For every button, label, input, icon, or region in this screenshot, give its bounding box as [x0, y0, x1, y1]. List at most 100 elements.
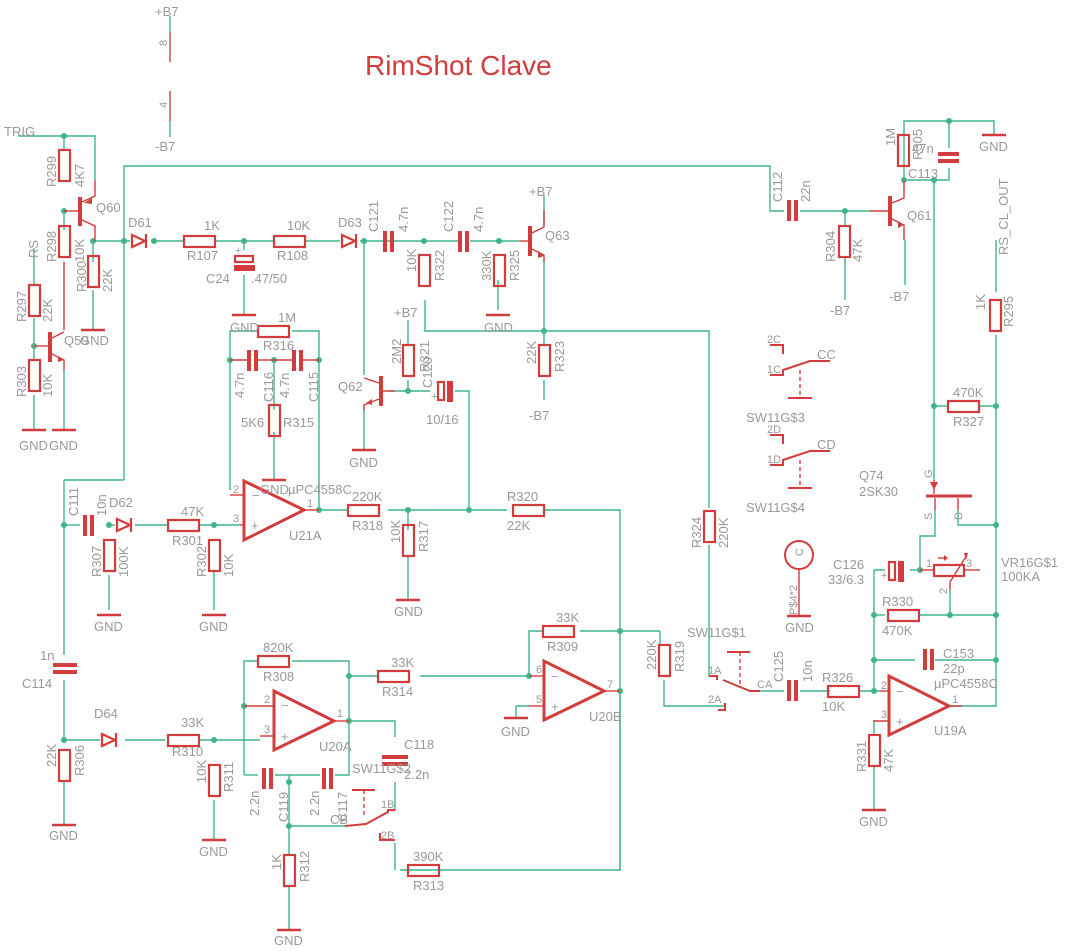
svg-text:GND: GND: [19, 438, 48, 453]
svg-text:1K: 1K: [269, 854, 284, 870]
svg-text:D63: D63: [338, 215, 362, 230]
svg-text:C114: C114: [22, 676, 52, 691]
svg-text:C111: C111: [66, 487, 81, 516]
resistor-r311: 10K R311: [194, 760, 236, 798]
svg-text:390K: 390K: [413, 849, 444, 864]
ground-symbols: GND GND GND GND GND GND GND GND GND GND …: [19, 133, 1008, 948]
resistor-r306: 22K R306: [44, 744, 87, 783]
connector-p4[interactable]: C P$4*2: [784, 540, 814, 616]
resistor-r313: 390K R313: [406, 849, 444, 893]
diode-d64: D64: [94, 706, 118, 748]
svg-text:2.2n: 2.2n: [247, 791, 262, 816]
svg-text:2B: 2B: [381, 830, 394, 842]
svg-text:D62: D62: [109, 495, 133, 510]
svg-text:GND: GND: [80, 333, 109, 348]
rs-net-label: RS: [26, 240, 41, 258]
svg-text:R320: R320: [507, 489, 538, 504]
svg-text:10n: 10n: [800, 660, 815, 682]
resistor-r330: R330 470K: [882, 594, 921, 638]
svg-text:820K: 820K: [263, 640, 294, 655]
switch-sw11g2[interactable]: SW11G$2 1B 2B CB: [330, 761, 411, 842]
svg-text:µPC4558C: µPC4558C: [288, 482, 352, 497]
svg-text:4K7: 4K7: [72, 164, 87, 187]
schematic-title: RimShot Clave: [365, 50, 552, 81]
svg-text:22n: 22n: [798, 180, 813, 202]
svg-text:GND: GND: [394, 604, 423, 619]
svg-text:Q59: Q59: [64, 333, 89, 348]
capacitor-c121: C121 4.7n: [366, 201, 411, 252]
svg-text:R330: R330: [882, 594, 913, 609]
resistor-r325: 330K R325: [479, 250, 522, 288]
diode-d62: D62: [109, 495, 133, 533]
svg-text:P$4*2: P$4*2: [788, 585, 800, 615]
svg-text:U20A: U20A: [319, 739, 352, 754]
svg-text:Q60: Q60: [96, 200, 121, 215]
resistor-r312: 1K R312: [269, 851, 312, 888]
resistor-r322: 10K R322: [404, 249, 447, 288]
transistor-q63: Q63: [520, 210, 570, 262]
svg-text:3: 3: [966, 558, 972, 570]
resistor-r317: 10K R317: [388, 520, 431, 558]
svg-text:R325: R325: [507, 250, 522, 281]
svg-text:R315: R315: [283, 415, 314, 430]
switch-sw11g4[interactable]: 2D 1D CD SW11G$4: [746, 424, 836, 515]
svg-text:+B7: +B7: [529, 184, 553, 199]
svg-text:+: +: [881, 570, 887, 582]
svg-text:R311: R311: [221, 762, 236, 792]
wires: [18, 120, 997, 930]
svg-text:4.7n: 4.7n: [232, 373, 247, 398]
svg-text:R327: R327: [953, 414, 984, 429]
potentiometer-vr16g1[interactable]: 1 3 2 VR16G$1 100KA: [920, 553, 1058, 594]
capacitor-c115: 4.7n C115: [274, 350, 321, 402]
svg-text:−: −: [252, 488, 260, 503]
svg-text:33K: 33K: [556, 610, 579, 625]
svg-text:3: 3: [264, 724, 270, 736]
svg-text:S: S: [923, 513, 935, 520]
svg-text:C112: C112: [770, 172, 785, 202]
trig-net-label: TRIG: [4, 124, 35, 139]
svg-text:D61: D61: [128, 215, 152, 230]
svg-text:CB: CB: [330, 812, 348, 827]
switch-sw11g3[interactable]: 2C 1C CC SW11G$3: [746, 334, 836, 425]
svg-text:GND: GND: [49, 438, 78, 453]
svg-text:R295: R295: [1001, 296, 1016, 327]
svg-text:1K: 1K: [204, 218, 220, 233]
svg-text:GND: GND: [49, 828, 78, 843]
resistor-r107: 1K R107: [182, 218, 220, 263]
resistor-r300: R300 22K: [74, 254, 115, 292]
svg-text:47K: 47K: [850, 239, 865, 262]
resistor-r305: 1M R305: [883, 128, 925, 168]
svg-text:R317: R317: [416, 521, 431, 552]
resistor-r307: R307 100K: [89, 538, 131, 577]
svg-text:R322: R322: [432, 250, 447, 281]
svg-text:2SK30: 2SK30: [859, 484, 898, 499]
svg-text:R319: R319: [672, 641, 687, 672]
svg-text:−: −: [281, 698, 289, 713]
svg-text:10K: 10K: [40, 374, 55, 397]
svg-text:4.7n: 4.7n: [277, 373, 292, 398]
transistor-q61: Q61: [870, 180, 932, 240]
resistor-r331: R331 47K: [854, 733, 896, 772]
svg-text:220K: 220K: [644, 639, 659, 670]
svg-text:33K: 33K: [181, 715, 204, 730]
svg-text:-B7: -B7: [529, 408, 549, 423]
resistor-r321: 2M2 R321: [389, 339, 432, 378]
svg-text:2.2n: 2.2n: [404, 767, 429, 782]
resistor-r299: R299 4K7: [44, 148, 87, 187]
svg-text:330K: 330K: [479, 250, 494, 281]
svg-text:SW11G$1: SW11G$1: [687, 625, 746, 640]
opamp-u20b: −+ 6 5 7 U20B: [529, 658, 622, 724]
svg-text:−: −: [896, 684, 904, 699]
svg-text:100KA: 100KA: [1001, 569, 1040, 584]
svg-text:C120: C120: [420, 357, 435, 388]
svg-text:U19A: U19A: [934, 723, 967, 738]
opamp-u21a: −+ 2 3 1 GND µPC4558C U21A: [230, 478, 352, 543]
switch-sw11g1[interactable]: SW11G$1 1A 2A CA: [687, 625, 773, 711]
resistor-r319: 220K R319: [644, 639, 687, 678]
svg-text:4.7n: 4.7n: [396, 207, 411, 232]
svg-text:U20B: U20B: [589, 709, 622, 724]
svg-text:Q61: Q61: [907, 208, 932, 223]
resistor-r324: R324 220K: [689, 509, 731, 548]
svg-text:GND: GND: [94, 619, 123, 634]
svg-text:Q62: Q62: [338, 379, 363, 394]
